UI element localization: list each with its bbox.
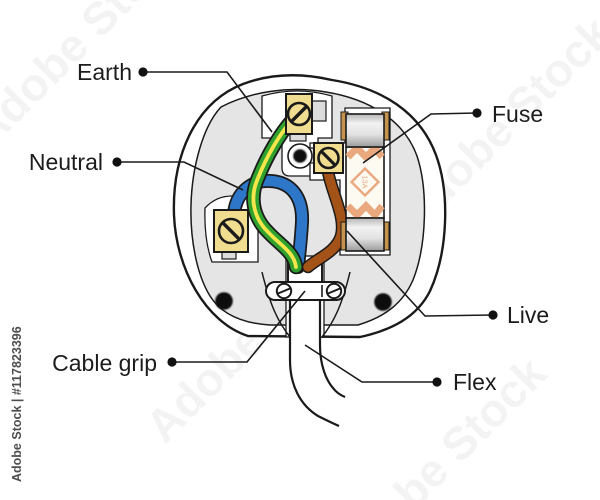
cable-grip-bar	[265, 281, 346, 301]
cable-grip-leader	[172, 290, 306, 363]
screw-icon	[317, 146, 340, 170]
labels: Earth Neutral Fuse Live Cable grip Flex	[29, 59, 549, 395]
label-earth: Earth	[77, 59, 132, 85]
flex-leader-dot	[432, 377, 442, 387]
earth-wire-yellow-stripe	[251, 114, 298, 269]
label-fuse: Fuse	[492, 101, 543, 127]
fuse-rating-diamond	[349, 166, 381, 198]
label-neutral: Neutral	[29, 149, 103, 175]
live-leader-dot	[488, 310, 498, 320]
screw-icon	[286, 101, 312, 127]
fuse-band-bottom	[345, 201, 385, 221]
screw-slot	[289, 104, 309, 124]
earth-leader	[143, 71, 273, 133]
neutral-terminal	[213, 209, 249, 260]
cable-grip-leader-dot	[167, 357, 177, 367]
wires	[227, 108, 349, 275]
pin-rivet-left	[215, 292, 233, 310]
fuse-band-top	[345, 142, 385, 162]
terminal-tab	[311, 100, 327, 122]
neutral-leader-dot	[112, 157, 122, 167]
fuse-cap-bottom	[345, 217, 385, 252]
label-cable-grip: Cable grip	[52, 350, 157, 376]
pin-rivet-right	[374, 293, 392, 311]
stock-id-watermark: Adobe Stock | #117823396	[10, 326, 24, 482]
label-live: Live	[507, 302, 549, 328]
live-leader	[346, 230, 494, 317]
grip-screw-icon	[325, 282, 343, 300]
screw-icon	[217, 217, 245, 245]
fuse-leader	[362, 112, 478, 164]
fuse-rating-text: 13A	[361, 175, 370, 188]
channel-arc-right	[321, 271, 351, 338]
flex-left-edge	[288, 300, 340, 428]
channel-arcs	[261, 271, 351, 338]
watermark-text: Adobe Stock	[320, 346, 556, 500]
neutral-leader	[117, 161, 244, 191]
fixings	[215, 143, 392, 311]
screw-slot	[220, 220, 242, 242]
terminal-tab	[289, 133, 307, 142]
flex-fill	[290, 300, 345, 426]
earth-terminal	[285, 93, 327, 142]
leader-dots	[112, 67, 498, 387]
grip-screw-slot	[277, 287, 291, 295]
fuse-holder-clips	[340, 111, 390, 251]
fuse-cap-top	[345, 113, 385, 148]
grip-screw-slot	[327, 287, 341, 295]
channel-arc-left	[261, 271, 291, 338]
screw-slot	[319, 149, 338, 168]
label-flex: Flex	[453, 369, 497, 395]
earth-leader-dot	[138, 67, 148, 77]
centre-screw-icon	[293, 149, 307, 163]
fuse-leader-dot	[472, 108, 482, 118]
leader-lines	[117, 71, 494, 383]
neutral-wire	[228, 175, 308, 273]
fuse-assembly: 13A	[340, 111, 390, 252]
grip-screw-icon	[275, 282, 293, 300]
grip-bar	[265, 281, 346, 301]
flex-leader	[304, 344, 437, 383]
